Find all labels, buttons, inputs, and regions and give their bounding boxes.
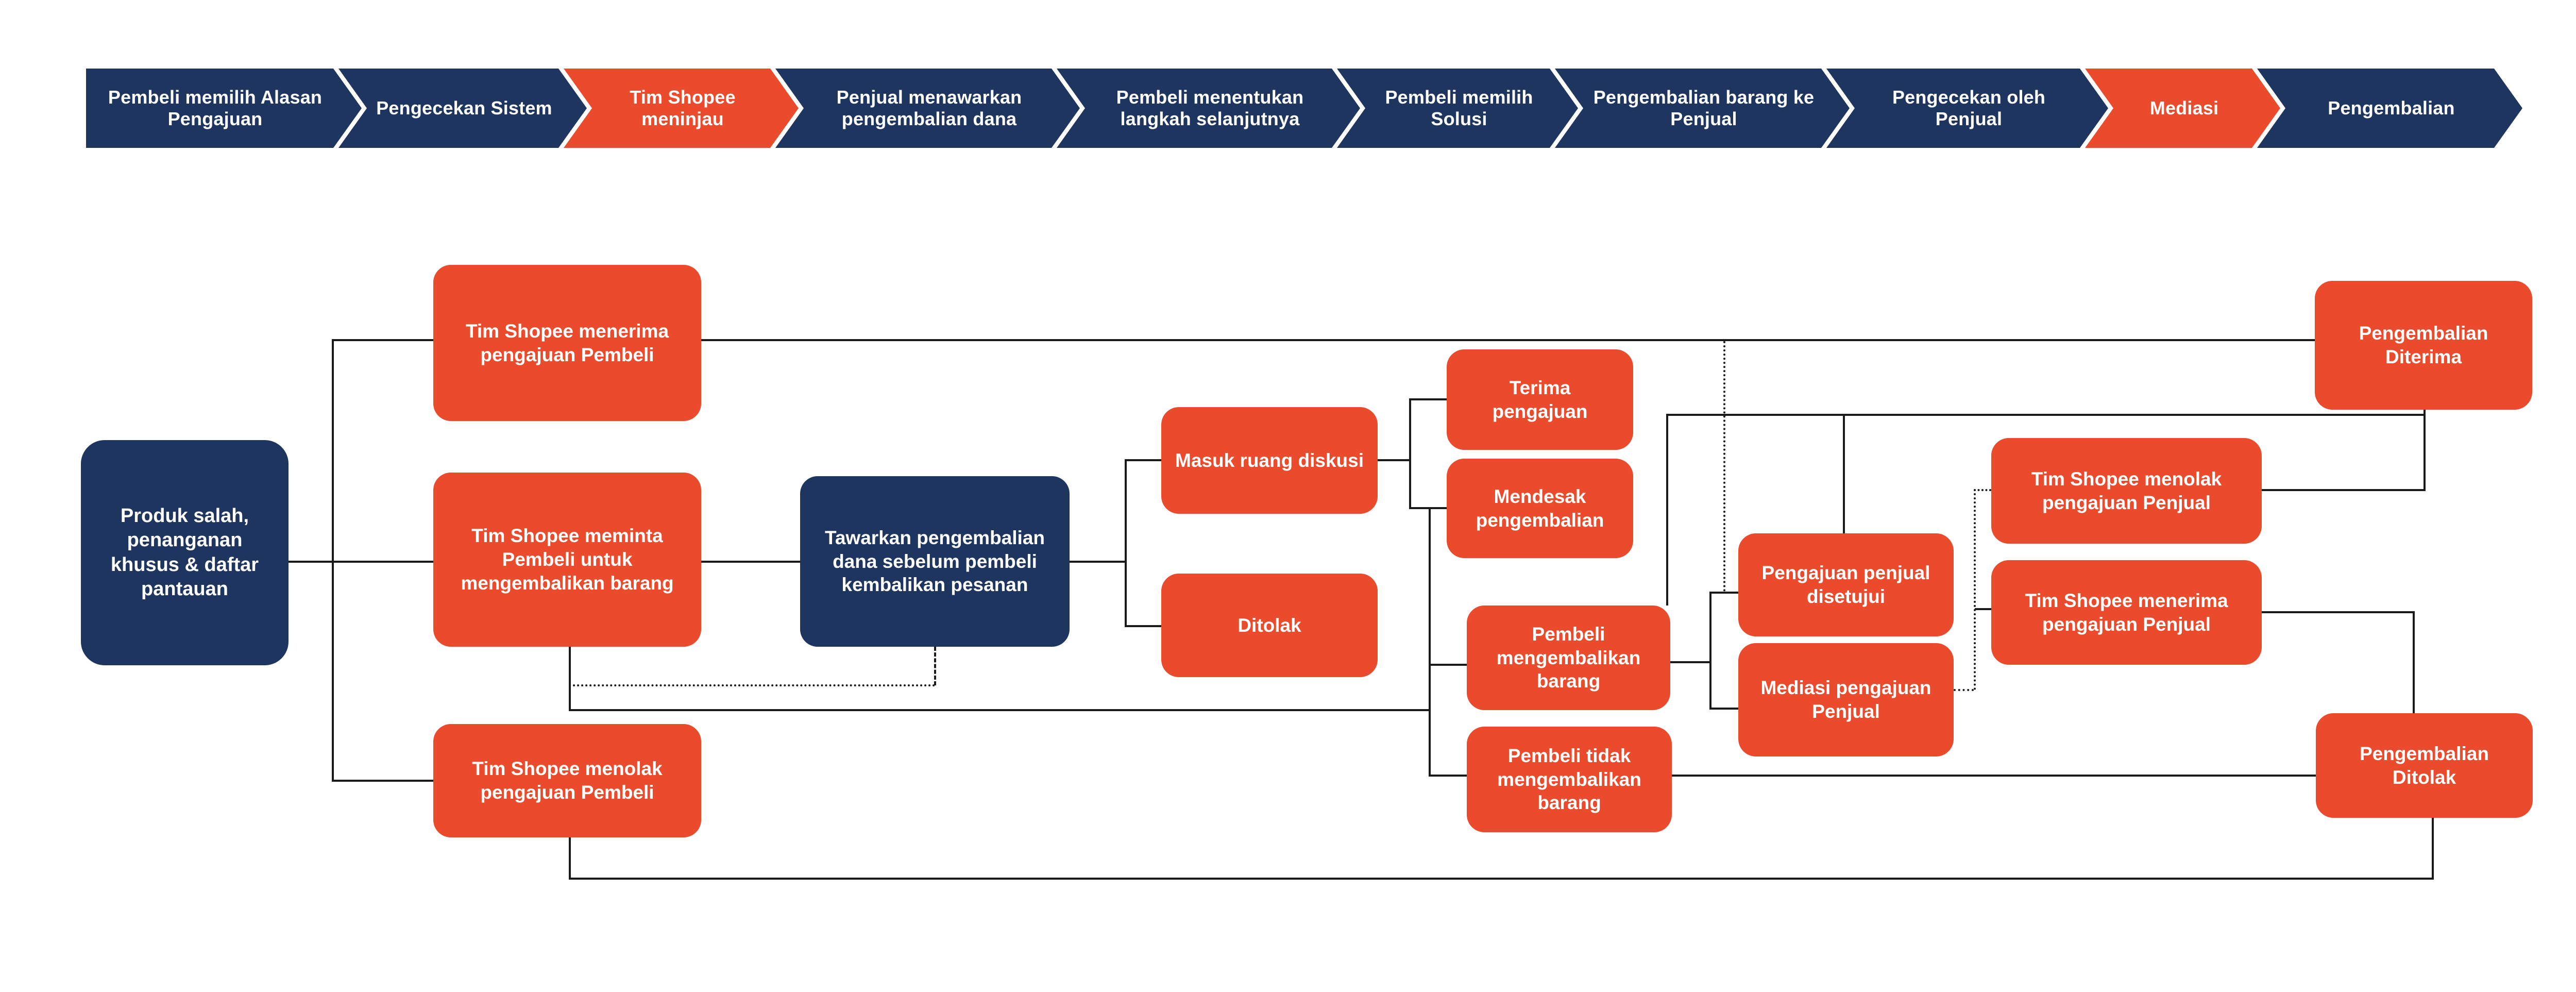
connector-line bbox=[1429, 775, 2318, 777]
flow-node-label: Masuk ruang diskusi bbox=[1175, 449, 1364, 471]
process-step-6: Pembeli memilih Solusi bbox=[1337, 69, 1578, 148]
process-step-label: Pembeli memilih Solusi bbox=[1385, 86, 1533, 129]
flow-node-terima-pengajuan: Terima pengajuan bbox=[1447, 349, 1633, 450]
connector-line bbox=[1429, 664, 1469, 666]
connector-line bbox=[1125, 459, 1163, 461]
process-step-label: Mediasi bbox=[2149, 97, 2219, 119]
connector-line bbox=[1723, 341, 1725, 592]
process-step-label: Penjual menawarkan pengembalian dana bbox=[836, 86, 1022, 129]
flow-node-pembeli-tidak-mengembalikan: Pembeli tidak mengembalikan barang bbox=[1467, 727, 1672, 832]
flow-node-label: Ditolak bbox=[1238, 614, 1301, 636]
connector-line bbox=[1070, 561, 1125, 563]
connector-line bbox=[332, 339, 334, 782]
connector-line bbox=[1975, 608, 1991, 610]
connector-line bbox=[1666, 414, 1668, 606]
connector-line bbox=[569, 647, 571, 711]
process-step-label: Pengembalian bbox=[2328, 97, 2455, 119]
process-step-1: Pembeli memilih Alasan Pengajuan bbox=[86, 69, 362, 148]
connector-line bbox=[1974, 489, 1991, 491]
connector-line bbox=[1378, 459, 1409, 461]
flow-node-label: Pengajuan penjual disetujui bbox=[1761, 562, 1930, 607]
flow-node-label: Pembeli tidak mengembalikan barang bbox=[1497, 745, 1641, 814]
flow-node-mediasi-pengajuan-penjual: Mediasi pengajuan Penjual bbox=[1738, 643, 1954, 756]
flow-node-pengembalian-ditolak: Pengembalian Ditolak bbox=[2316, 713, 2533, 818]
flow-node-pengembalian-diterima: Pengembalian Diterima bbox=[2315, 281, 2532, 410]
flow-node-label: Tim Shopee menolak pengajuan Penjual bbox=[2031, 468, 2222, 513]
process-step-2: Pengecekan Sistem bbox=[338, 69, 587, 148]
connector-line bbox=[569, 709, 1431, 711]
connector-line bbox=[1429, 507, 1431, 776]
connector-line bbox=[1709, 592, 1740, 594]
connector-line bbox=[332, 780, 433, 782]
flow-node-ditolak: Ditolak bbox=[1161, 574, 1378, 677]
connector-line bbox=[2413, 611, 2415, 713]
flow-node-tawarkan-pengembalian: Tawarkan pengembalian dana sebelum pembe… bbox=[800, 476, 1070, 647]
connector-line bbox=[1709, 592, 1711, 710]
connector-line bbox=[1409, 398, 1449, 400]
flow-node-masuk-ruang-diskusi: Masuk ruang diskusi bbox=[1161, 407, 1378, 514]
process-step-8: Pengecekan oleh Penjual bbox=[1826, 69, 2108, 148]
connector-line bbox=[934, 647, 936, 685]
flow-node-label: Tawarkan pengembalian dana sebelum pembe… bbox=[825, 527, 1045, 596]
flow-node-tim-menolak-pembeli: Tim Shopee menolak pengajuan Pembeli bbox=[433, 724, 701, 837]
connector-line bbox=[1125, 625, 1163, 627]
flow-node-label: Pengembalian Diterima bbox=[2359, 323, 2488, 367]
process-step-10: Pengembalian bbox=[2257, 69, 2522, 148]
process-step-label: Pengecekan Sistem bbox=[376, 97, 552, 119]
connector-line bbox=[1954, 689, 1974, 691]
connector-line bbox=[701, 339, 2315, 341]
flow-node-produk-salah: Produk salah, penanganan khusus & daftar… bbox=[81, 440, 289, 665]
flow-node-tim-menolak-penjual: Tim Shopee menolak pengajuan Penjual bbox=[1991, 438, 2262, 544]
connector-line bbox=[1974, 489, 1976, 690]
connector-line bbox=[1666, 414, 2426, 416]
flow-node-tim-meminta-pembeli: Tim Shopee meminta Pembeli untuk mengemb… bbox=[433, 473, 701, 647]
connector-line bbox=[569, 878, 2434, 880]
connector-line bbox=[1709, 708, 1740, 710]
process-step-label: Pembeli memilih Alasan Pengajuan bbox=[108, 86, 323, 129]
connector-line bbox=[332, 339, 433, 341]
connector-line bbox=[2262, 611, 2413, 613]
connector-line bbox=[1843, 414, 1845, 533]
connector-line bbox=[2262, 489, 2426, 491]
connector-line bbox=[569, 837, 571, 880]
flow-node-pengajuan-penjual-disetujui: Pengajuan penjual disetujui bbox=[1738, 533, 1954, 636]
process-step-3: Tim Shopee meninjau bbox=[564, 69, 799, 148]
connector-line bbox=[1125, 459, 1127, 627]
process-step-5: Pembeli menentukan langkah selanjutnya bbox=[1057, 69, 1360, 148]
flow-node-label: Mendesak pengembalian bbox=[1476, 485, 1604, 531]
process-step-label: Pembeli menentukan langkah selanjutnya bbox=[1116, 86, 1304, 129]
process-step-label: Tim Shopee meninjau bbox=[630, 86, 736, 129]
flow-node-tim-menerima-pembeli: Tim Shopee menerima pengajuan Pembeli bbox=[433, 265, 701, 421]
process-step-label: Pengembalian barang ke Penjual bbox=[1593, 86, 1815, 129]
flow-node-pembeli-mengembalikan: Pembeli mengembalikan barang bbox=[1467, 606, 1670, 710]
flow-node-tim-menerima-penjual: Tim Shopee menerima pengajuan Penjual bbox=[1991, 560, 2262, 665]
process-step-4: Penjual menawarkan pengembalian dana bbox=[775, 69, 1080, 148]
flow-node-label: Pengembalian Ditolak bbox=[2360, 743, 2489, 788]
flow-node-label: Tim Shopee menerima pengajuan Pembeli bbox=[465, 320, 669, 365]
flow-node-label: Tim Shopee meminta Pembeli untuk mengemb… bbox=[461, 525, 674, 594]
flow-node-label: Pembeli mengembalikan barang bbox=[1496, 623, 1641, 692]
process-step-label: Pengecekan oleh Penjual bbox=[1892, 86, 2046, 129]
connector-line bbox=[1670, 661, 1709, 663]
connector-line bbox=[2432, 818, 2434, 880]
process-step-7: Pengembalian barang ke Penjual bbox=[1555, 69, 1850, 148]
flow-node-label: Tim Shopee menolak pengajuan Pembeli bbox=[472, 758, 663, 803]
connector-line bbox=[569, 684, 935, 686]
connector-line bbox=[1409, 398, 1411, 509]
process-step-9: Mediasi bbox=[2085, 69, 2280, 148]
flow-node-label: Tim Shopee menerima pengajuan Penjual bbox=[2025, 590, 2228, 635]
flow-node-label: Terima pengajuan bbox=[1492, 377, 1588, 422]
flow-node-label: Mediasi pengajuan Penjual bbox=[1760, 677, 1931, 722]
flow-node-mendesak-pengembalian: Mendesak pengembalian bbox=[1447, 459, 1633, 558]
flow-node-label: Produk salah, penanganan khusus & daftar… bbox=[110, 505, 259, 600]
connector-line bbox=[2424, 410, 2426, 491]
